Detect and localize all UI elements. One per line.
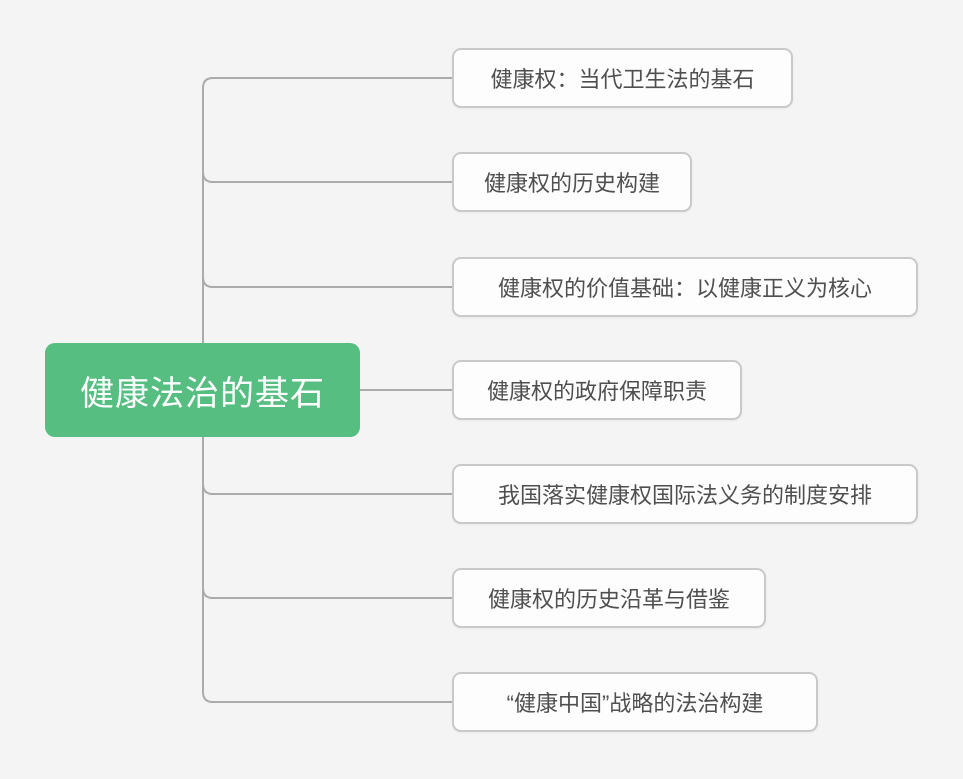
subtopic-node-2[interactable]: 健康权的历史构建	[452, 152, 692, 212]
subtopic-node-3[interactable]: 健康权的价值基础：以健康正义为核心	[452, 257, 918, 317]
subtopic-label: 健康权：当代卫生法的基石	[490, 67, 755, 92]
subtopic-label: 健康权的价值基础：以健康正义为核心	[497, 276, 872, 301]
subtopic-label: 健康权的政府保障职责	[486, 379, 707, 404]
subtopic-label: 我国落实健康权国际法义务的制度安排	[497, 483, 872, 508]
connector-branch-6	[202, 587, 452, 599]
subtopic-node-7[interactable]: “健康中国”战略的法治构建	[452, 672, 818, 732]
subtopic-node-6[interactable]: 健康权的历史沿革与借鉴	[452, 568, 766, 628]
subtopic-label: 健康权的历史沿革与借鉴	[487, 587, 730, 612]
root-topic-node[interactable]: 健康法治的基石	[45, 343, 360, 437]
root-topic-label: 健康法治的基石	[80, 374, 325, 413]
subtopic-label: 健康权的历史构建	[483, 171, 660, 196]
connector-branch-3	[202, 276, 452, 288]
connector-branch-5	[202, 483, 452, 495]
connector-branch-2	[202, 171, 452, 183]
subtopic-node-5[interactable]: 我国落实健康权国际法义务的制度安排	[452, 464, 918, 524]
subtopic-node-4[interactable]: 健康权的政府保障职责	[452, 360, 742, 420]
subtopic-label: “健康中国”战略的法治构建	[506, 691, 764, 716]
subtopic-node-1[interactable]: 健康权：当代卫生法的基石	[452, 48, 793, 108]
